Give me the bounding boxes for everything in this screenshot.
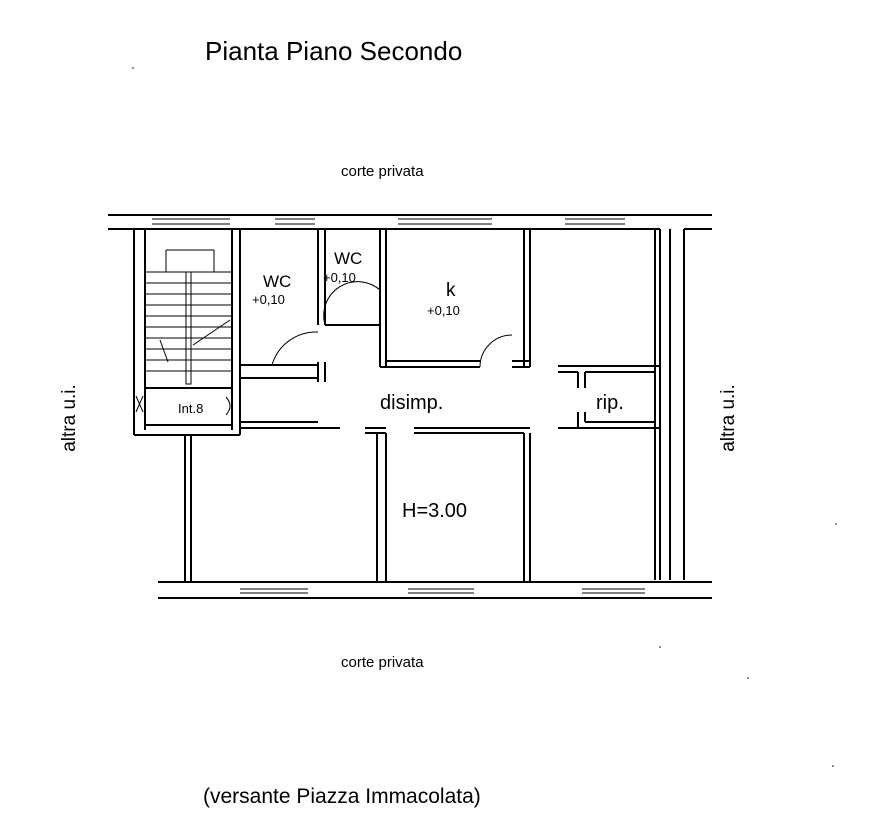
footer-note: (versante Piazza Immacolata) (203, 785, 481, 808)
walls (108, 214, 712, 599)
kitchen-name: k (446, 280, 456, 301)
wc1-name: WC (263, 272, 291, 291)
door-swings (271, 281, 513, 368)
wc1-level: +0,10 (252, 292, 285, 307)
hall-name: disimp. (380, 392, 443, 414)
room-labels: WC +0,10 WC +0,10 k +0,10 disimp. rip. I… (178, 249, 624, 522)
bottom-yard-label: corte privata (341, 654, 424, 671)
ceiling-height-note: H=3.00 (402, 500, 467, 522)
stair-unit-name: Int.8 (178, 401, 203, 416)
wc2-level: +0,10 (323, 270, 356, 285)
wc2-name: WC (334, 249, 362, 268)
kitchen-level: +0,10 (427, 303, 460, 318)
page-title: Pianta Piano Secondo (205, 36, 463, 66)
storage-name: rip. (596, 392, 624, 414)
stairs (135, 249, 232, 416)
top-yard-label: corte privata (341, 163, 424, 180)
small-marks (132, 67, 837, 767)
